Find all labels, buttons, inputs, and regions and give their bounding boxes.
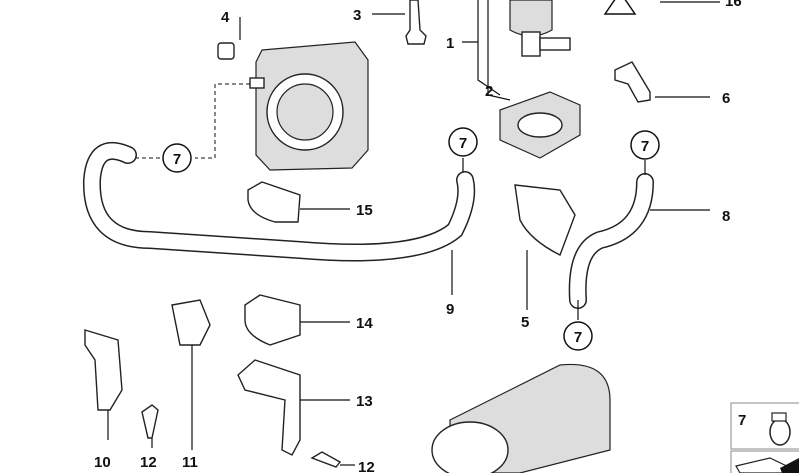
callout-7-circle: 7	[448, 127, 478, 157]
svg-text:7: 7	[738, 412, 746, 429]
bolt-12b	[310, 451, 342, 468]
svg-text:7: 7	[459, 135, 467, 152]
part-15	[247, 181, 301, 223]
legend-clamp-box: 7	[730, 402, 799, 450]
callout-6: 6	[722, 90, 730, 107]
callout-4: 4	[221, 9, 230, 26]
callout-12: 12	[358, 459, 375, 473]
callout-1: 1	[446, 35, 454, 52]
bolt-12a	[141, 404, 159, 439]
callout-15: 15	[356, 202, 373, 219]
callout-9: 9	[446, 301, 454, 318]
part-11	[171, 299, 211, 346]
warning-triangle-icon	[603, 0, 637, 15]
callout-7-circle: 7	[563, 321, 593, 351]
svg-text:7: 7	[641, 138, 649, 155]
svg-text:7: 7	[173, 151, 181, 168]
callout-16: 16	[725, 0, 742, 10]
callout-5: 5	[521, 314, 529, 331]
part-5	[514, 184, 576, 256]
svg-text:7: 7	[574, 329, 582, 346]
callout-3: 3	[353, 7, 361, 24]
part-4	[217, 42, 235, 60]
part-13	[237, 359, 301, 456]
callout-8: 8	[722, 208, 730, 225]
canister	[431, 363, 611, 473]
callout-10: 10	[94, 454, 111, 471]
callout-2: 2	[485, 83, 493, 100]
callout-14: 14	[356, 315, 373, 332]
callout-7-circle: 7	[162, 143, 192, 173]
callout-7-circle: 7	[630, 130, 660, 160]
legend-part-box	[730, 450, 799, 473]
part-6	[614, 61, 651, 103]
part-2	[499, 91, 581, 159]
callout-12: 12	[140, 454, 157, 471]
callout-11: 11	[182, 454, 198, 471]
part-14	[244, 294, 301, 346]
part-10	[84, 329, 123, 411]
hose-clamp-icon	[769, 412, 791, 446]
part-3	[405, 0, 427, 45]
throttle-housing	[249, 41, 369, 171]
callout-13: 13	[356, 393, 373, 410]
part-1	[509, 0, 571, 57]
